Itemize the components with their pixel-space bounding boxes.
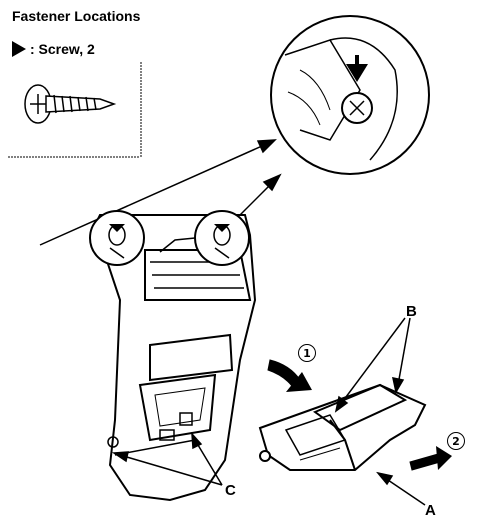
step-one-arrow xyxy=(267,359,312,392)
leader-lines xyxy=(111,317,426,506)
console-screw-circles xyxy=(89,210,250,266)
callout-b: B xyxy=(406,303,417,320)
pointer-lines xyxy=(39,139,282,246)
page-title: Fastener Locations xyxy=(12,8,141,24)
zoom-detail-circle xyxy=(270,15,430,175)
step-two-arrow xyxy=(409,446,452,471)
step-one-badge: 1 xyxy=(298,344,316,362)
screw-illustration xyxy=(24,84,117,124)
legend-label: : Screw, 2 xyxy=(30,41,95,57)
screw-legend-box xyxy=(8,62,142,158)
legend-row: : Screw, 2 xyxy=(12,40,95,58)
removed-cover xyxy=(258,383,427,471)
step-two-badge: 2 xyxy=(447,432,465,450)
solid-arrow-icon xyxy=(12,41,26,57)
callout-a: A xyxy=(425,502,436,519)
callout-c: C xyxy=(225,482,236,499)
